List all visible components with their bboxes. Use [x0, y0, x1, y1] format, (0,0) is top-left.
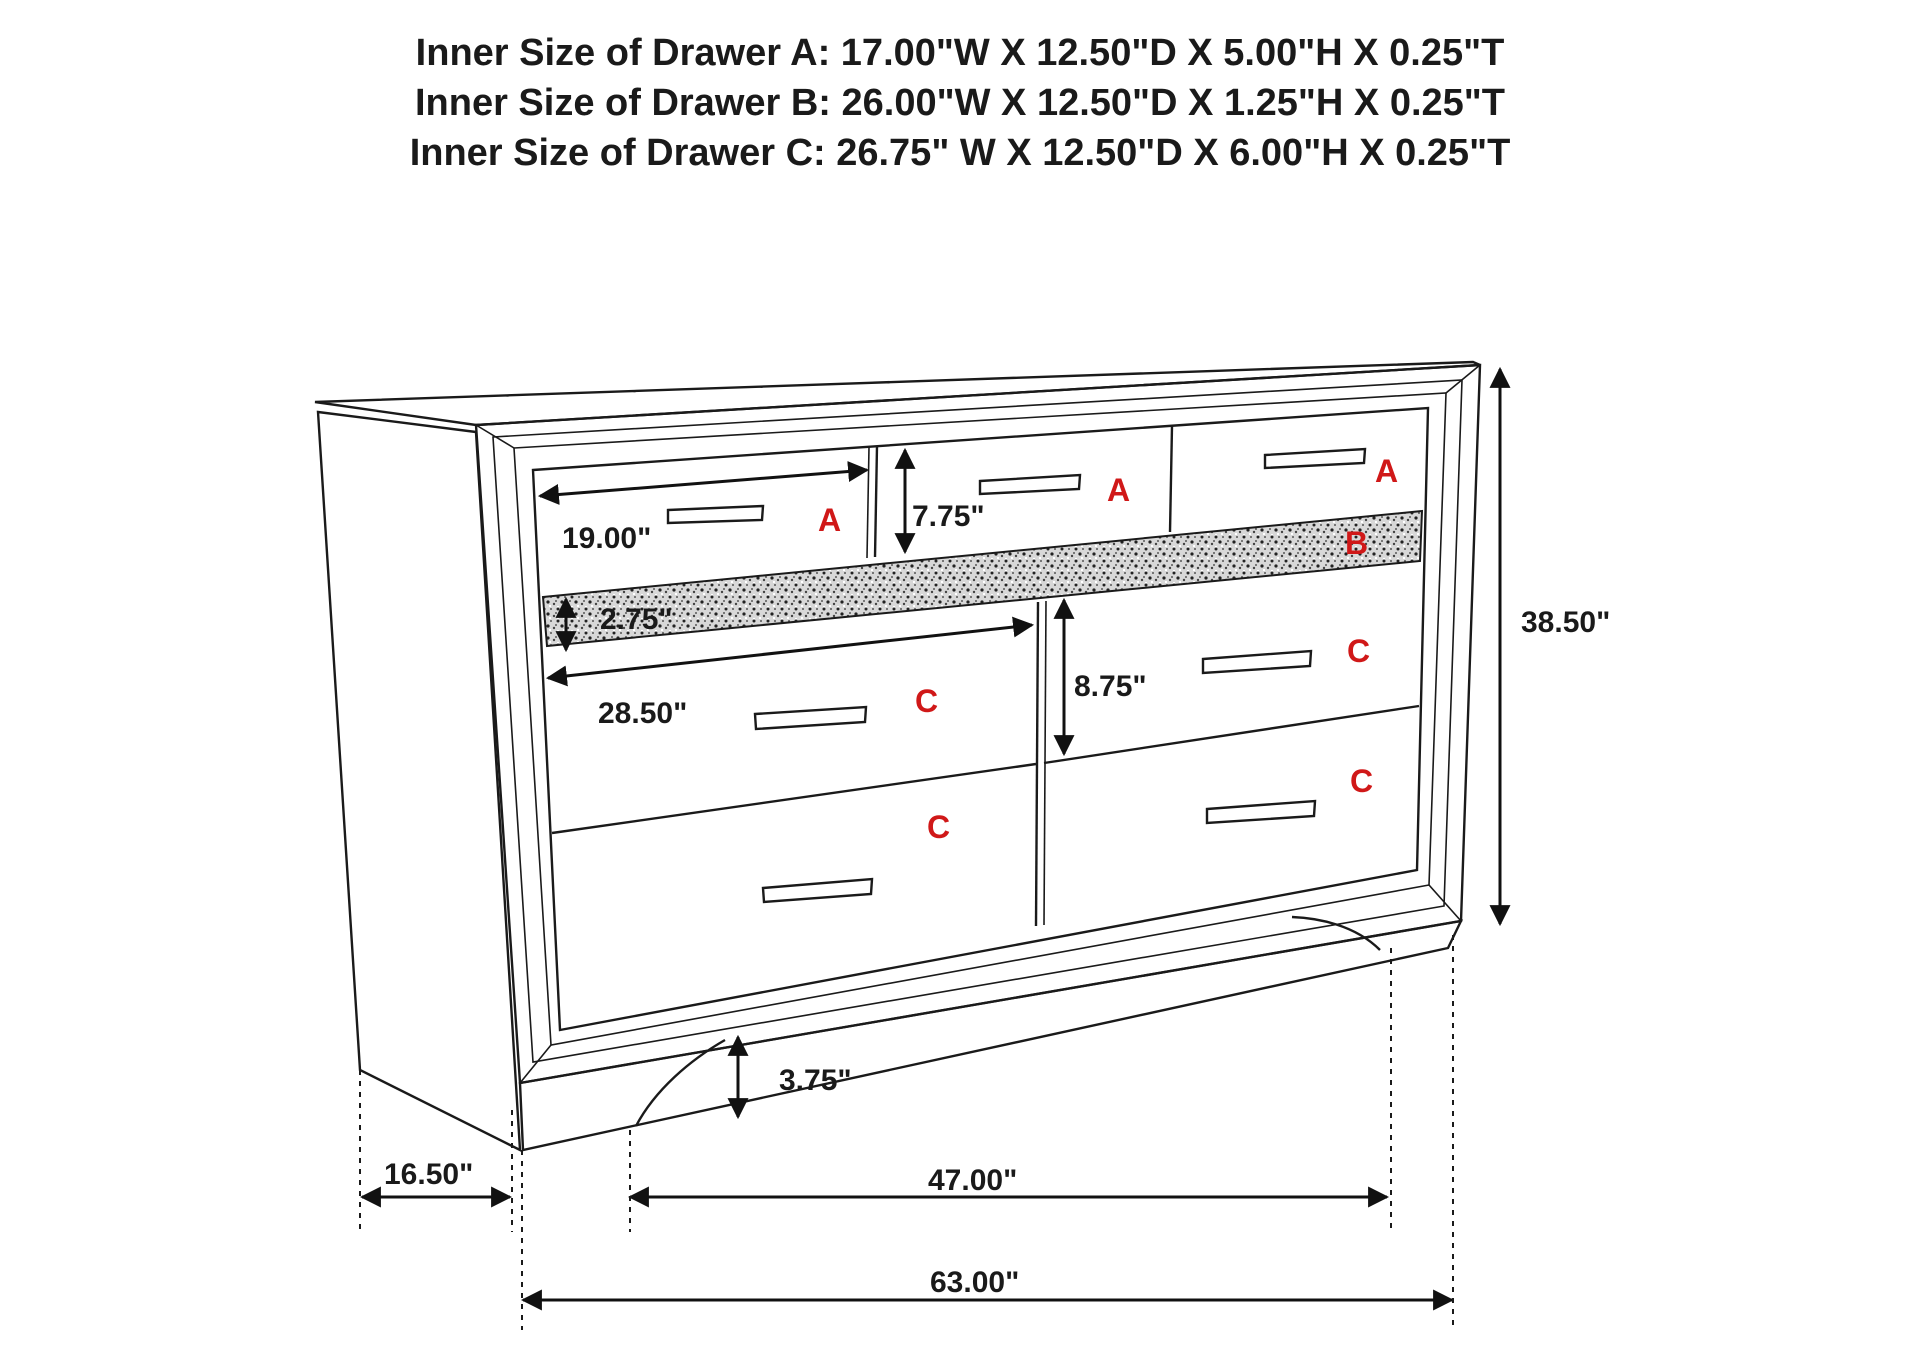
handle-icon: [1263, 447, 1367, 470]
drawer-tag-a: A: [1375, 453, 1398, 489]
drawer-a-spec: Inner Size of Drawer A: 17.00"W X 12.50"…: [415, 32, 1505, 74]
handle-icon: [753, 705, 868, 731]
drawer-c-spec: Inner Size of Drawer C: 26.75" W X 12.50…: [409, 132, 1511, 174]
total-width-label: 63.00": [930, 1266, 1019, 1299]
drawer-tag-c: C: [927, 809, 950, 845]
top-drawer-height-label: 7.75": [912, 500, 985, 533]
leg-span-label: 47.00": [928, 1164, 1017, 1197]
handle-icon: [1201, 649, 1313, 675]
drawer-tag-c: C: [915, 683, 938, 719]
drawer-partitions: [541, 425, 1424, 927]
drawer-tag-a: A: [818, 502, 841, 538]
drawer-tag-b: B: [1345, 525, 1368, 561]
drawer-tag-a: A: [1107, 472, 1130, 508]
handle-icon: [761, 877, 874, 904]
drawer-handles: [666, 447, 1367, 904]
total-height-label: 38.50": [1521, 606, 1610, 639]
dresser-body: [314, 360, 1482, 1153]
lower-drawer-height-label: 8.75": [1074, 670, 1147, 703]
drawer-tag-c: C: [1350, 763, 1373, 799]
dimension-arrows: [359, 366, 1511, 1311]
drawer-b-spec: Inner Size of Drawer B: 26.00"W X 12.50"…: [414, 82, 1506, 124]
handle-icon: [666, 504, 765, 525]
depth-label: 16.50": [384, 1158, 473, 1191]
strip-height-label: 2.75": [600, 603, 673, 636]
extension-lines: [359, 935, 1454, 1330]
base-height-label: 3.75": [779, 1064, 852, 1097]
handle-icon: [978, 473, 1082, 496]
top-drawer-width-label: 19.00": [562, 522, 651, 555]
lower-drawer-width-label: 28.50": [598, 697, 687, 730]
handle-icon: [1205, 799, 1317, 825]
drawer-tag-c: C: [1347, 633, 1370, 669]
